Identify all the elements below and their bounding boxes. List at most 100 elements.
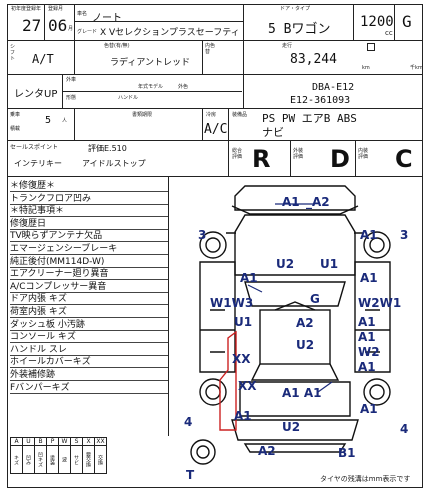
name-label: 車名	[77, 11, 88, 17]
damage-trunk-a1a1: A1 A1	[282, 386, 322, 400]
legend-code: W	[58, 437, 71, 446]
note-item: ドア内張 キズ	[10, 293, 168, 306]
damage-fr-a1: A1	[360, 228, 378, 242]
damage-rear-left-xx: XX	[238, 379, 257, 393]
overall-grade-label: 総合評価	[232, 148, 243, 160]
car-name: ノート	[92, 13, 122, 24]
month-label-top: 登録月	[48, 6, 64, 12]
damage-roof-g: G	[310, 292, 320, 306]
damage-hood-u2: U2	[276, 257, 295, 271]
damage-top-a2: _A2	[306, 195, 330, 209]
mileage-check-box	[367, 43, 375, 51]
year-label: 年	[36, 6, 42, 12]
equipment-line2: ナビ	[262, 126, 284, 139]
shift-value: A/T	[32, 52, 54, 66]
rental-value: レンタUP	[14, 89, 58, 100]
month-value: 06	[48, 16, 68, 35]
load-label: 積載	[10, 126, 21, 132]
note-item: 純正後付(MM114D-W)	[10, 256, 168, 268]
damage-spare-t: T	[186, 468, 195, 482]
doc-deadline-label: 書類期限	[132, 112, 153, 118]
interior-color-label: 内色替	[205, 43, 216, 55]
sales-point-label: セールスポイント	[10, 144, 59, 151]
note-item: 修復歴日	[10, 218, 168, 230]
model-code: DBA-E12	[312, 82, 355, 93]
damage-rear-right-a1: A1	[360, 402, 378, 416]
legend-code: XX	[94, 437, 107, 446]
mileage-km: km	[362, 65, 370, 71]
grade-value: X Vセレクションプラスセーフティ	[100, 28, 240, 38]
engine-cc: 1200	[360, 14, 394, 30]
damage-right-a1d: A1	[358, 360, 376, 374]
note-item: ホイールカバーキズ	[10, 356, 168, 369]
damage-right-w2: W2	[358, 345, 380, 359]
mileage-value: 83,244	[290, 52, 337, 67]
damage-left-a1-red: A1	[234, 409, 252, 423]
legend-meaning: キズ	[10, 445, 23, 474]
sales-item-1: インテリキー	[14, 159, 62, 168]
note-item: ダッシュ板 小汚跡	[10, 319, 168, 331]
damage-left-w1w3: W1W3	[210, 296, 254, 310]
seating-label: 乗車	[10, 112, 21, 118]
note-item: A/Cコンプレッサー異音	[10, 281, 168, 293]
mileage-label: 走行	[282, 43, 293, 49]
legend-meaning: サビ	[70, 445, 83, 474]
note-item: ＊特記事項＊	[10, 205, 168, 218]
note-item: Fバンパーキズ	[10, 382, 168, 394]
shape-label: 形態	[66, 95, 77, 101]
note-item: エアクリーナー廻り異音	[10, 268, 168, 281]
row1-bottom	[7, 40, 423, 41]
equipment-line1: PS PW エアB ABS	[262, 112, 357, 125]
note-item: ＊修復歴＊	[10, 180, 168, 192]
damage-left-u1: U1	[234, 315, 253, 329]
damage-rl-tyre: 4	[184, 415, 193, 429]
overall-grade: R	[252, 145, 271, 173]
note-item: コンソール キズ	[10, 331, 168, 344]
month-label: 月	[68, 26, 74, 32]
mileage-kkm: 千km	[410, 65, 423, 71]
ac-label: 冷房	[206, 112, 217, 118]
chassis-number: E12-361093	[290, 95, 351, 106]
legend-meaning: 凹み	[22, 445, 35, 474]
damage-center-a2: A2	[296, 316, 314, 330]
damage-fl-tyre: 3	[198, 228, 207, 242]
damage-left-a1: A1	[240, 271, 258, 285]
cc-unit: cc	[385, 29, 393, 37]
damage-bottom-u2: U2	[282, 420, 301, 434]
year-model-label: 年式モデル	[138, 84, 164, 90]
damage-right-a1c: A1	[358, 330, 376, 344]
damage-rr-tyre: 4	[400, 422, 409, 436]
ext-color-label: 外色	[178, 84, 189, 90]
legend-code: A	[10, 437, 23, 446]
damage-fr-tyre: 3	[400, 228, 409, 242]
ext-label: 外車	[66, 77, 77, 83]
handle-label: ハンドル	[118, 95, 139, 101]
damage-right-a1b: A1	[358, 315, 376, 329]
color-value: ラディアントレッド	[110, 58, 191, 68]
note-item: トランクフロア凹み	[10, 193, 168, 205]
interior-grade: C	[395, 145, 413, 173]
damage-right-w2w1: W2W1	[358, 296, 402, 310]
damage-bumper-a2: A2	[258, 444, 276, 458]
year-value: 27	[22, 16, 42, 35]
legend-code: P	[46, 437, 59, 446]
fuel-type: G	[402, 12, 412, 31]
legend-meaning: 凹キズ	[34, 445, 47, 474]
note-item: 荷室内張 キズ	[10, 306, 168, 318]
legend-code: B	[34, 437, 47, 446]
damage-bumper-b1: B1	[338, 446, 356, 460]
exterior-grade: D	[330, 145, 350, 173]
sales-item-2: アイドルストップ	[82, 159, 146, 168]
legend-code: X	[82, 437, 95, 446]
color-label: 色替(有/無)	[104, 43, 130, 49]
interior-grade-label: 内装評価	[358, 148, 369, 160]
first-reg-label: 初年度登録	[11, 6, 37, 12]
legend-code: U	[22, 437, 35, 446]
tyre-note: タイヤの残溝はmm表示です	[320, 475, 411, 483]
shift-label: シフト	[10, 44, 16, 62]
damage-center-u2: U2	[296, 338, 315, 352]
legend-code: S	[70, 437, 83, 446]
legend-meaning: 要交換	[82, 445, 95, 474]
